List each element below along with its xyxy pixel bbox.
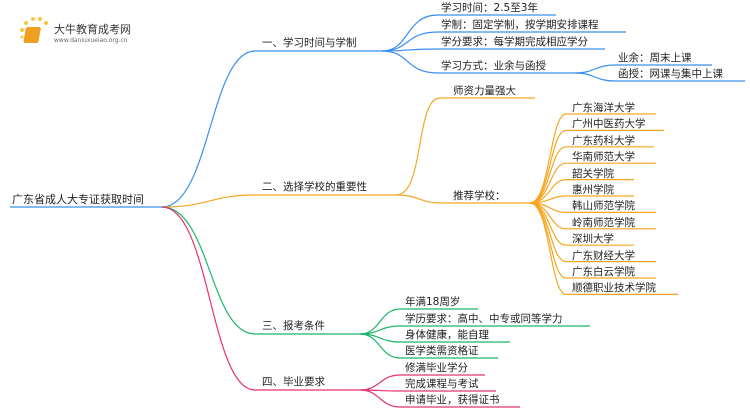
branch-requirements: 三、报考条件 <box>262 320 325 332</box>
branch-study-time: 一、学习时间与学制 <box>262 37 357 49</box>
school-item: 广东财经大学 <box>572 249 635 262</box>
leaf-item: 修满毕业学分 <box>405 362 468 374</box>
school-item: 深圳大学 <box>572 233 614 246</box>
school-item: 惠州学院 <box>572 184 614 196</box>
school-item: 广东白云学院 <box>572 266 635 278</box>
school-item: 顺德职业技术学院 <box>572 282 656 295</box>
school-item: 韶关学院 <box>572 167 614 180</box>
logo-name: 大牛教育成考网 <box>54 23 131 36</box>
leaf-item: 业余：周末上课 <box>618 52 692 64</box>
school-item: 韩山师范学院 <box>572 200 635 213</box>
leaf-item: 学习时间：2.5至3年 <box>441 2 538 14</box>
leaf-item: 师资力量强大 <box>453 85 516 97</box>
school-connector <box>529 113 567 204</box>
leaf-item: 学分要求：每学期完成相应学分 <box>441 36 588 48</box>
school-connector <box>529 146 567 204</box>
leaf-item: 学习方式：业余与函授 <box>441 60 546 72</box>
school-connector <box>529 202 567 295</box>
school-item: 广东药科大学 <box>572 134 635 147</box>
school-item: 广州中医药大学 <box>572 118 646 131</box>
branch-school-choice: 二、选择学校的重要性 <box>262 181 367 193</box>
root-topic: 广东省成人大专证获取时间 <box>12 193 144 206</box>
school-item: 华南师范大学 <box>572 151 635 164</box>
logo: 大牛教育成考网 www.daniuxueiao.org.cn <box>18 16 131 50</box>
leaf-item: 函授：网课与集中上课 <box>618 68 723 80</box>
leaf-item: 推荐学校： <box>453 190 506 202</box>
leaf-item: 医学类需资格证 <box>405 345 479 357</box>
school-connector <box>529 162 567 204</box>
leaf-item: 学历要求：高中、中专或同等学力 <box>405 313 563 325</box>
leaf-item: 身体健康，能自理 <box>405 329 489 341</box>
book-logo-icon <box>20 17 48 43</box>
branch-graduation: 四、毕业要求 <box>262 376 325 388</box>
logo-url: www.daniuxueiao.org.cn <box>54 37 128 44</box>
leaf-item: 完成课程与考试 <box>405 378 479 390</box>
school-item: 岭南师范学院 <box>572 216 635 229</box>
leaf-item: 申请毕业，获得证书 <box>405 394 500 406</box>
leaf-item: 年满18周岁 <box>405 296 461 308</box>
school-item: 广东海洋大学 <box>572 102 635 114</box>
leaf-item: 学制：固定学制，按学期安排课程 <box>441 19 599 31</box>
